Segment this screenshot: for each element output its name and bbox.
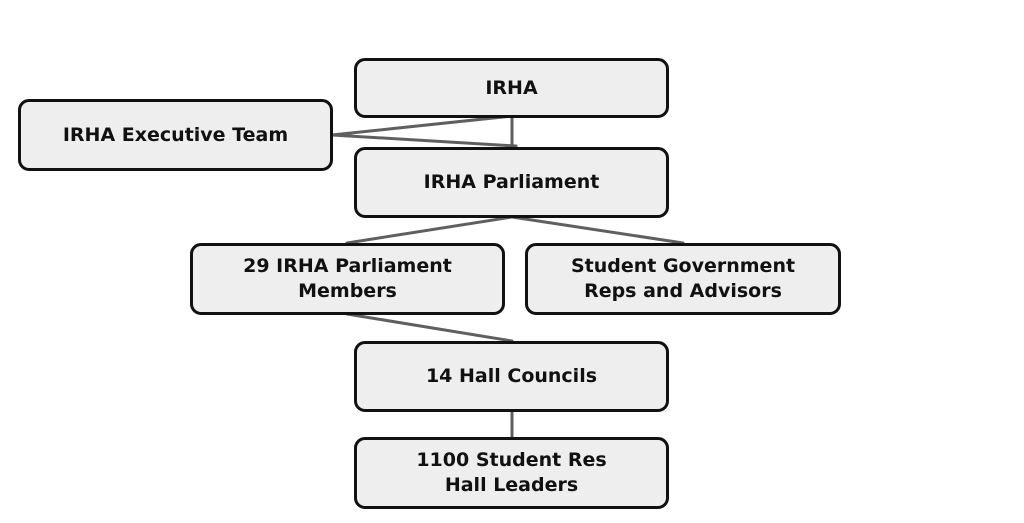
node-hall-councils: 14 Hall Councils	[354, 341, 669, 412]
node-student-government: Student Government Reps and Advisors	[525, 243, 841, 315]
node-student-government-label: Student Government Reps and Advisors	[570, 255, 796, 302]
connector-parliament-members	[345, 215, 514, 245]
node-res-hall-leaders-label: 1100 Student Res Hall Leaders	[416, 449, 607, 496]
node-res-hall-leaders: 1100 Student Res Hall Leaders	[354, 437, 669, 509]
connector-members-councils	[345, 312, 514, 343]
connector-irha-exec	[330, 114, 514, 137]
node-irha-executive-team: IRHA Executive Team	[18, 99, 333, 171]
node-parliament-members: 29 IRHA Parliament Members	[190, 243, 505, 315]
node-irha: IRHA	[354, 58, 669, 118]
node-hall-councils-label: 14 Hall Councils	[425, 365, 598, 387]
node-irha-label: IRHA	[485, 76, 538, 99]
node-irha-parliament: IRHA Parliament	[354, 147, 669, 218]
node-irha-parliament-label: IRHA Parliament	[423, 171, 600, 193]
node-irha-executive-team-label: IRHA Executive Team	[62, 123, 289, 146]
connector-parliament-studentgov	[510, 215, 685, 245]
node-parliament-members-label: 29 IRHA Parliament Members	[243, 255, 452, 302]
connector-exec-parliament	[330, 133, 518, 148]
